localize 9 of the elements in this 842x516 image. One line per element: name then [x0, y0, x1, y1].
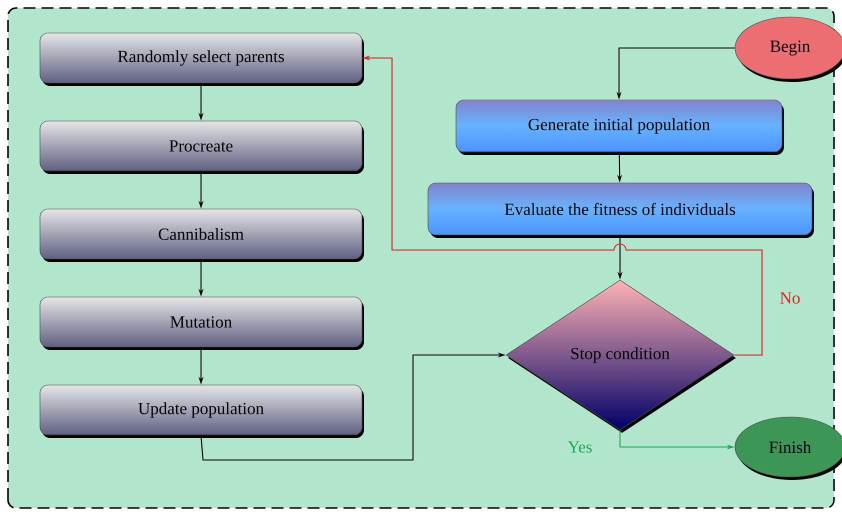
edge-label: No [778, 291, 802, 305]
process-box: Evaluate the fitness of individuals [428, 182, 814, 238]
process-box: Cannibalism [40, 208, 364, 262]
process-box: Procreate [40, 120, 364, 174]
edge-label: Yes [566, 440, 594, 454]
process-box: Randomly select parents [40, 32, 364, 86]
process-box: Mutation [40, 296, 364, 350]
process-box: Generate initial population [456, 100, 784, 155]
process-box: Update population [40, 384, 364, 438]
